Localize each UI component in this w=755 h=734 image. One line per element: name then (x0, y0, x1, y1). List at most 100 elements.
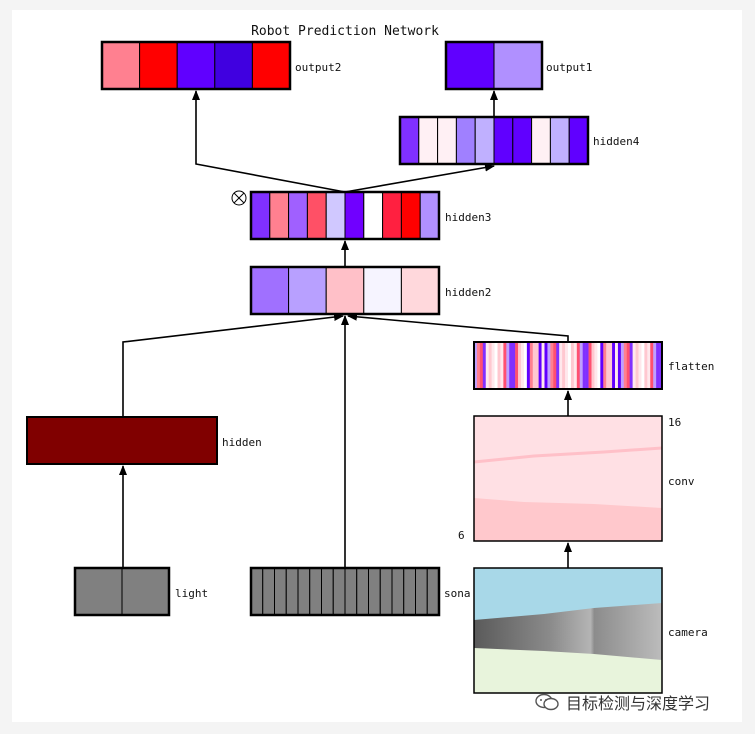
hidden2-cell (288, 266, 327, 315)
flatten-stripe (544, 342, 548, 389)
sona-cell (332, 567, 346, 616)
arrow-hidden3-to-output2 (192, 90, 346, 193)
flatten-label: flatten (668, 360, 714, 373)
flatten-stripe (600, 342, 604, 389)
output2-cell (139, 41, 178, 90)
arrow-flatten-to-hidden2 (347, 312, 569, 342)
sona-cell (297, 567, 311, 616)
hidden4-cell (474, 116, 495, 165)
hidden4-label: hidden4 (593, 135, 640, 148)
hidden2-layer (249, 265, 441, 316)
flatten-stripe (494, 342, 498, 389)
conv-border (473, 415, 663, 542)
hidden2-cell (363, 266, 402, 315)
sona-layer (249, 566, 441, 617)
flatten-stripe (529, 342, 534, 389)
conv-label: conv (668, 475, 695, 488)
flatten-stripe (638, 342, 642, 389)
flatten-stripe (535, 342, 539, 389)
flatten-stripe (617, 342, 622, 389)
sona-label: sona (444, 587, 471, 600)
watermark: 目标检测与深度学习 (534, 690, 710, 714)
flatten-stripe (570, 342, 575, 389)
output1-layer (444, 40, 544, 91)
flatten-stripe (488, 342, 492, 389)
sona-cell (356, 567, 369, 616)
hidden4-cell (455, 116, 476, 165)
diagram-title: Robot Prediction Network (251, 24, 439, 39)
flatten-stripe (591, 342, 595, 389)
flatten-stripe (588, 342, 592, 389)
light-border (73, 566, 171, 617)
conv-feature-line (473, 446, 663, 464)
hidden4-cell (512, 116, 533, 165)
hidden3-cell (288, 191, 308, 240)
flatten-stripe (556, 342, 560, 389)
flatten-stripe (509, 342, 513, 389)
light-cell (121, 567, 170, 616)
flatten-stripe (550, 342, 554, 389)
cross-circle-icon (231, 190, 247, 206)
sona-cell (391, 567, 405, 616)
flatten-stripe (562, 342, 566, 389)
flatten-stripe (606, 342, 610, 389)
sona-cell (285, 567, 299, 616)
flatten-stripe (597, 342, 601, 389)
hidden4-cell (531, 116, 551, 165)
flatten-stripe (538, 342, 542, 389)
flatten-stripe (523, 342, 528, 389)
flatten-stripe (620, 342, 625, 389)
flatten-stripe (626, 342, 630, 389)
camera-wall (474, 603, 662, 660)
sona-cell (262, 567, 275, 616)
flatten-stripe (603, 342, 607, 389)
flatten-stripe (565, 342, 569, 389)
flatten-stripe (515, 342, 519, 389)
output2-cell (101, 41, 141, 90)
output1-cell (445, 41, 495, 90)
hidden4-cell (437, 116, 457, 165)
sona-cell (309, 567, 322, 616)
output2-cell (251, 41, 291, 90)
flatten-stripe (582, 342, 586, 389)
light-layer (73, 566, 171, 617)
hidden3-cell (382, 191, 402, 240)
light-cell (74, 567, 123, 616)
hidden4-cell (549, 116, 570, 165)
sona-border (249, 566, 441, 617)
flatten-stripe (644, 342, 648, 389)
flatten-stripe (632, 342, 636, 389)
flatten-stripe (635, 342, 639, 389)
hidden3-cell (363, 191, 384, 240)
hidden4-cell (493, 116, 514, 165)
flatten-stripe (594, 342, 598, 389)
flatten-stripe (521, 342, 525, 389)
flatten-stripe (650, 342, 654, 389)
sona-cell (403, 567, 416, 616)
hidden3-border (249, 190, 441, 241)
flatten-stripe (518, 342, 522, 389)
hidden3-cell (400, 191, 421, 240)
flatten-stripe (482, 342, 487, 389)
hidden3-layer (249, 190, 441, 241)
flatten-stripe (629, 342, 633, 389)
hidden2-cell (325, 266, 365, 315)
hidden2-cell (250, 266, 290, 315)
hidden3-label: hidden3 (445, 211, 491, 224)
hidden3-cell (344, 191, 365, 240)
sona-cell (344, 567, 358, 616)
output1-border (444, 40, 544, 91)
hidden-layer (26, 416, 218, 465)
flatten-stripe (479, 342, 484, 389)
output1-label: output1 (546, 61, 592, 74)
sona-cell (379, 567, 393, 616)
sona-cell (274, 567, 287, 616)
hidden4-border (398, 115, 590, 166)
flatten-stripe (491, 342, 495, 389)
flatten-stripe (656, 342, 660, 389)
hidden2-border (249, 265, 441, 316)
hidden2-cell (400, 266, 440, 315)
light-label: light (175, 587, 208, 600)
flatten-stripe (623, 342, 628, 389)
